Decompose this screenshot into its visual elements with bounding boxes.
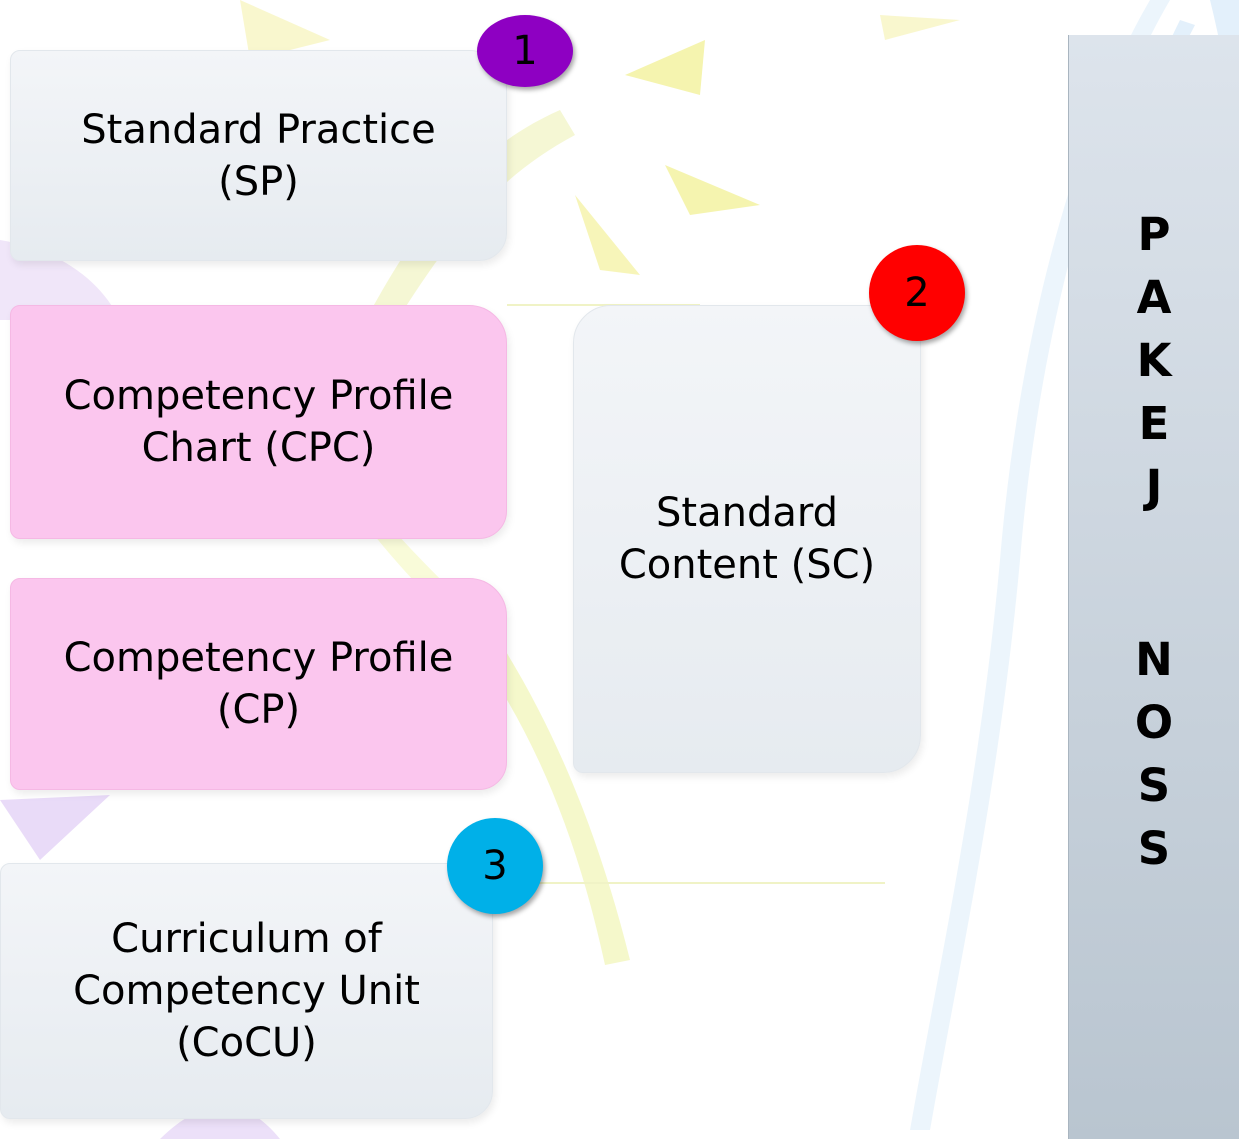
standard-content-label: Standard Content (SC): [618, 490, 876, 588]
standard-content-box: Standard Content (SC): [573, 305, 921, 773]
step-badge-2: 2: [869, 245, 965, 341]
step-badge-1-number: 1: [512, 28, 538, 74]
side-letter: O: [1134, 696, 1174, 749]
step-badge-3-number: 3: [482, 843, 508, 889]
competency-profile-label: Competency Profile (CP): [63, 635, 454, 733]
competency-profile-chart-box: Competency Profile Chart (CPC): [10, 305, 507, 539]
pakej-noss-side-panel: P A K E J N O S S: [1068, 35, 1239, 1139]
step-badge-2-number: 2: [904, 270, 930, 316]
side-letter: E: [1138, 397, 1170, 450]
side-letter: S: [1137, 822, 1171, 875]
standard-practice-label: Standard Practice (SP): [81, 106, 436, 205]
curriculum-of-competency-unit-box: Curriculum of Competency Unit (CoCU): [0, 863, 493, 1119]
side-letter: P: [1137, 208, 1171, 261]
side-panel-letters: P A K E J N O S S: [1069, 203, 1239, 880]
word-gap: [1069, 518, 1239, 628]
side-letter: S: [1137, 759, 1171, 812]
step-badge-1: 1: [477, 15, 573, 87]
competency-profile-box: Competency Profile (CP): [10, 578, 507, 790]
side-letter: K: [1136, 334, 1172, 387]
competency-profile-chart-label: Competency Profile Chart (CPC): [63, 373, 454, 471]
side-letter: N: [1135, 633, 1173, 686]
step-badge-3: 3: [447, 818, 543, 914]
side-letter: J: [1145, 460, 1163, 513]
curriculum-of-competency-unit-label: Curriculum of Competency Unit (CoCU): [73, 916, 420, 1066]
standard-practice-box: Standard Practice (SP): [10, 50, 507, 261]
side-letter: A: [1136, 271, 1172, 324]
